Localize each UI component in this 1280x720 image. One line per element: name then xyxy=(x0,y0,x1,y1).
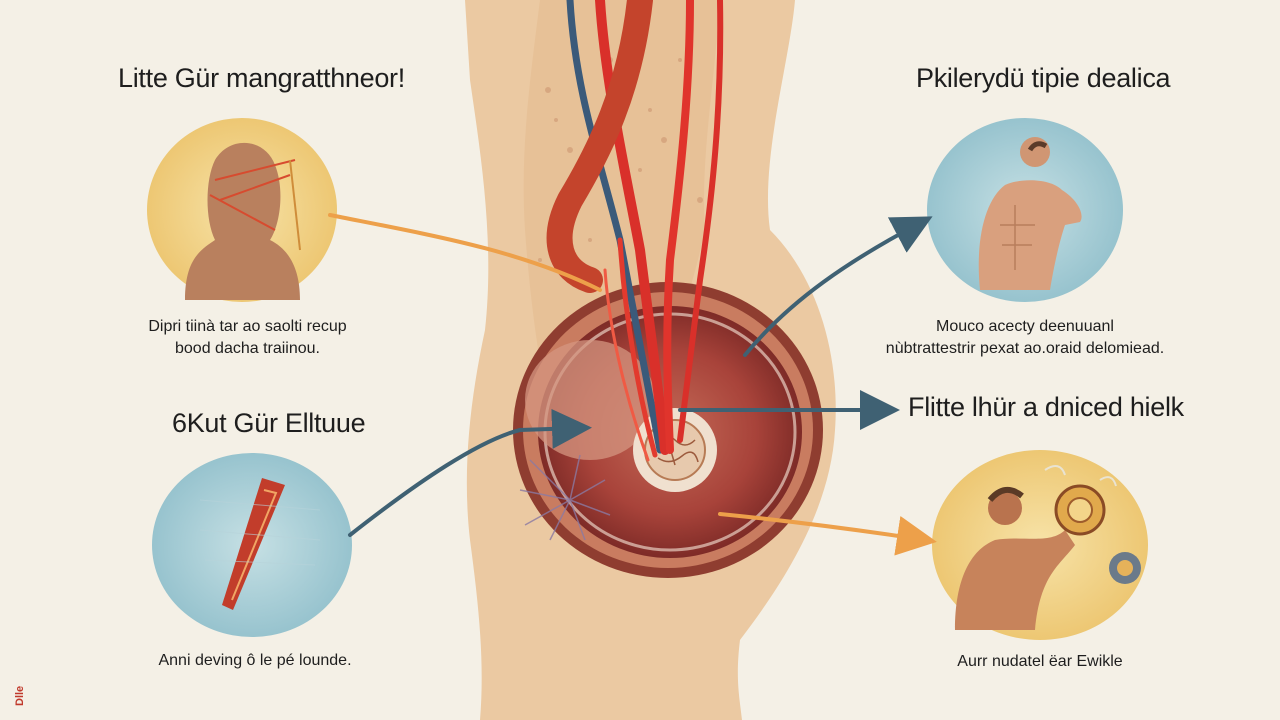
caption-bottom-left: Anni deving ô le pé lounde. xyxy=(158,652,352,669)
side-watermark: Dlle xyxy=(14,685,26,706)
blood-vessels xyxy=(546,0,724,462)
caption-top-left: Dipri tiinà tar ao saolti recup bood dac… xyxy=(120,316,375,360)
man-figure-top-right xyxy=(978,137,1082,290)
diagram-arrows xyxy=(328,213,937,556)
title-middle-right: Flitte lhür a dniced hielk xyxy=(908,392,1184,422)
title-bottom-left: 6Kut Gür Elltuue xyxy=(172,408,366,438)
caption-top-right-line-1: Mouco acecty deenuuanl xyxy=(936,318,1114,335)
nerve-fibers xyxy=(519,454,611,541)
muscle-fragment-bottom-left xyxy=(199,478,321,610)
caption-top-right: Mouco acecty deenuuanl nùbtrattestrir pe… xyxy=(870,316,1180,360)
arrow-top-left xyxy=(328,213,602,292)
arrow-bottom-left xyxy=(348,408,592,537)
arrow-top-right xyxy=(743,216,933,357)
man-figure-bottom-right xyxy=(955,465,1141,630)
caption-top-left-line-1: Dipri tiinà tar ao saolti recup xyxy=(148,318,347,335)
arrow-bottom-right xyxy=(718,512,937,556)
title-top-left: Litte Gür mangratthneor! xyxy=(118,63,405,93)
title-top-right: Pkilerydü tipie dealica xyxy=(916,63,1171,93)
caption-top-left-line-2: bood dacha traiinou. xyxy=(175,340,320,357)
caption-top-right-line-2: nùbtrattestrir pexat ao.oraid delomiead. xyxy=(885,340,1165,357)
head-figure-top-left xyxy=(185,142,301,300)
caption-bottom-right: Aurr nudatel ëar Ewikle xyxy=(957,653,1123,670)
